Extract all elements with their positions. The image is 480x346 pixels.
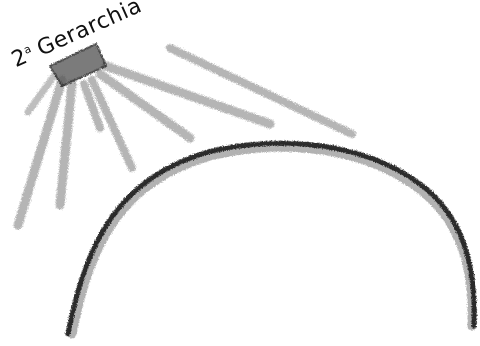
ray-1 [18, 80, 62, 225]
arch [68, 143, 474, 334]
arch-line [68, 143, 474, 334]
ray-2 [60, 84, 72, 205]
arch-shadow [72, 147, 472, 334]
